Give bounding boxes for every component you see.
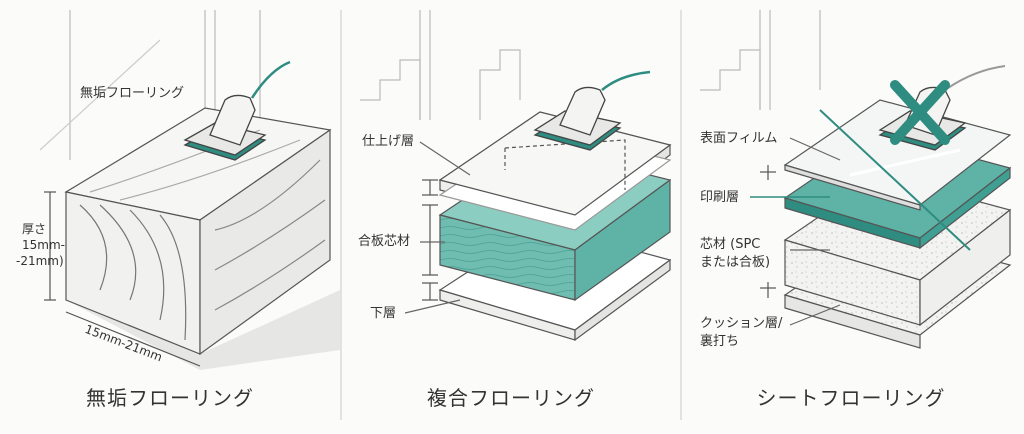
label-bottom-layer: 下層: [370, 306, 397, 321]
caption-engineered: 複合フローリング: [427, 386, 595, 410]
label-finish-layer: 仕上げ層: [362, 134, 415, 149]
label-surface-film: 表面フィルム: [700, 131, 778, 146]
sander-icon: [183, 60, 291, 161]
label-cushion-line2: 裏打ち: [700, 334, 740, 349]
sander-icon: [533, 70, 651, 151]
label-cushion-line1: クッション層/: [700, 316, 783, 331]
thickness-label-line2: 15mm-: [22, 238, 65, 252]
panel-engineered: [360, 10, 672, 342]
thickness-label-line1: 厚さ: [22, 222, 47, 236]
panel-sheet: [700, 10, 1012, 349]
label-core-line1: 芯材 (SPC: [700, 237, 761, 252]
panel-solid-wood: [39, 10, 340, 370]
label-core-line2: または合板): [700, 255, 771, 270]
cross-mark-icon: [890, 80, 950, 145]
solid-sander-label: 無垢フローリング: [80, 86, 185, 101]
label-print-layer: 印刷層: [700, 190, 740, 205]
label-plywood-core: 合板芯材: [358, 234, 411, 249]
thickness-label-line3: -21mm): [16, 254, 64, 268]
caption-sheet: シートフローリング: [756, 386, 946, 410]
caption-solid-wood: 無垢フローリング: [86, 386, 254, 410]
